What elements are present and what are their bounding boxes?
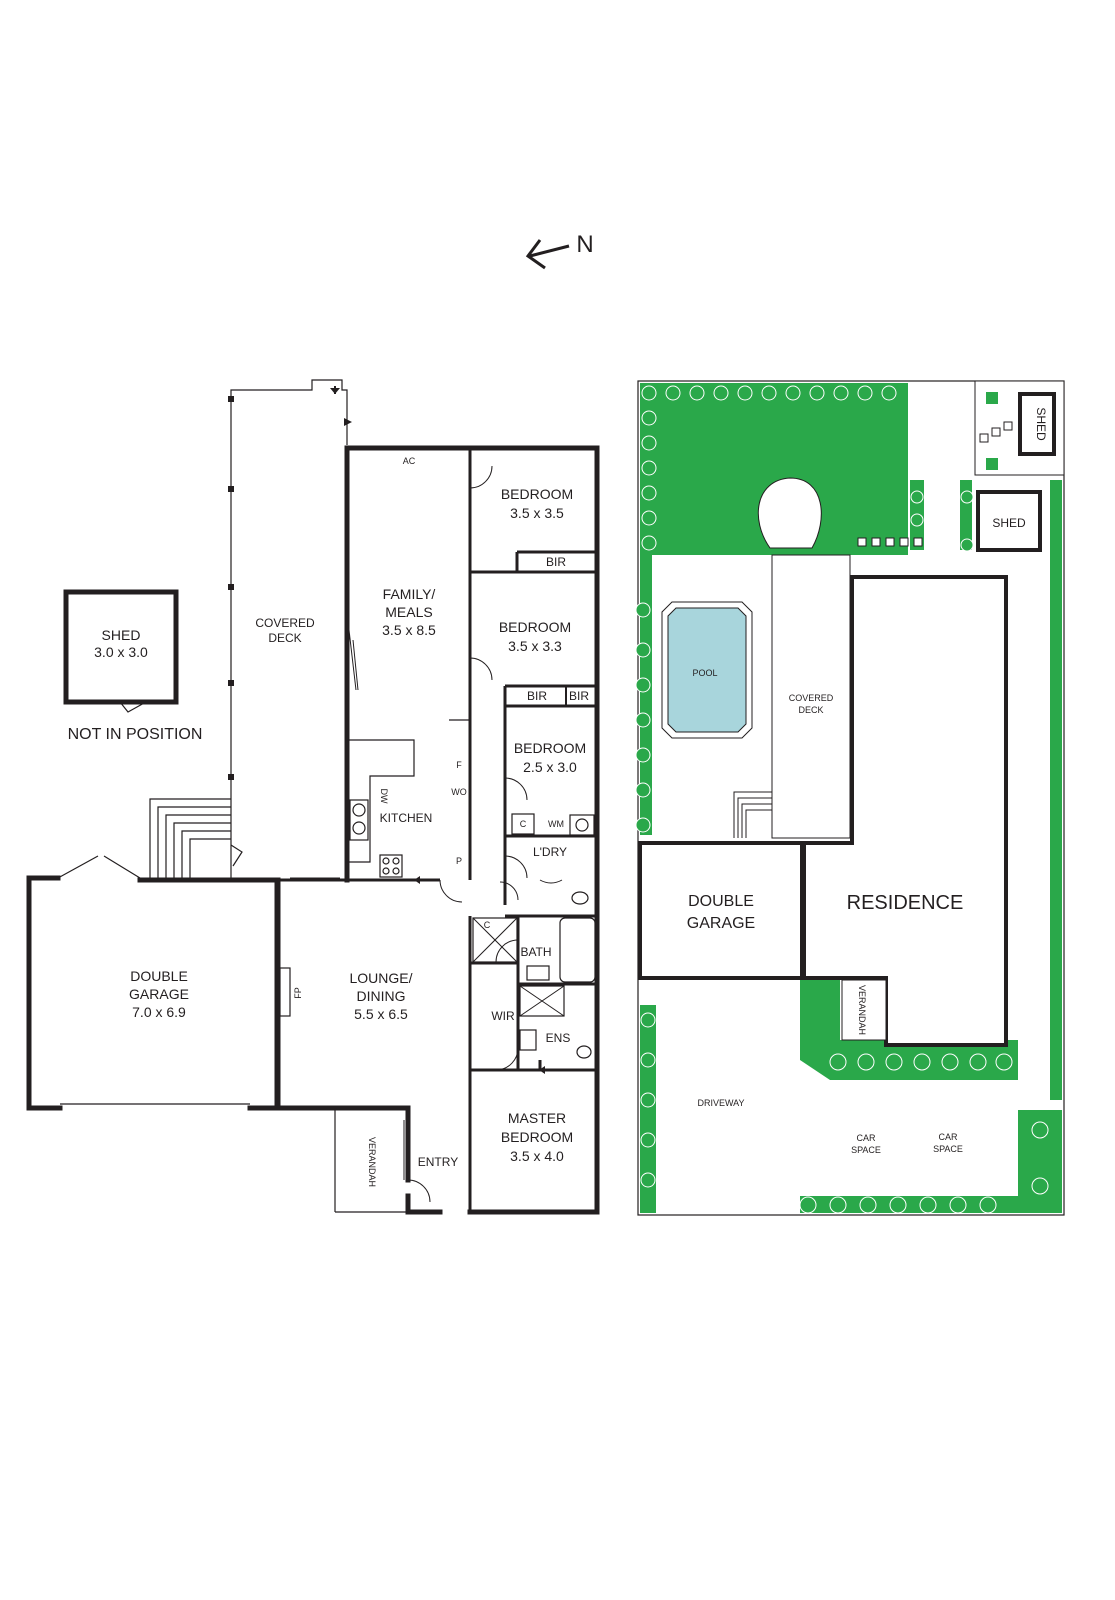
shed1-label: SHED xyxy=(1034,407,1048,441)
laundry-label: L'DRY xyxy=(533,845,567,859)
covered-deck-label-1: COVERED xyxy=(255,616,315,630)
site-verandah-label: VERANDAH xyxy=(857,985,867,1035)
car-space-2-label-2: SPACE xyxy=(933,1144,963,1154)
north-arrow-icon xyxy=(525,239,570,270)
bedroom3-bir: BIR xyxy=(569,689,589,703)
site-boundary xyxy=(637,380,1065,1216)
washing-machine-label: WM xyxy=(548,819,564,829)
door-swings xyxy=(407,465,563,1203)
bedroom1-bir: BIR xyxy=(546,555,566,569)
bedroom1-label: BEDROOM xyxy=(501,486,573,502)
covered-deck-label-2: DECK xyxy=(268,631,301,645)
shed2-label: SHED xyxy=(992,516,1026,530)
toilet-icon xyxy=(571,891,589,905)
bath-vanity xyxy=(526,965,550,981)
wall-oven-label: WO xyxy=(451,787,467,797)
lounge-dims: 5.5 x 6.5 xyxy=(354,1006,408,1022)
house-outer-walls xyxy=(275,445,600,1215)
north-label: N xyxy=(576,231,593,258)
shed-door xyxy=(119,701,147,713)
site-garage-label-1: DOUBLE xyxy=(688,893,754,910)
bedroom2-dims: 3.5 x 3.3 xyxy=(508,638,562,654)
fridge-label: F xyxy=(456,760,462,770)
wir-label: WIR xyxy=(491,1009,515,1023)
windows xyxy=(290,445,600,1215)
garden-beds xyxy=(979,392,1013,470)
ensuite-label: ENS xyxy=(546,1031,571,1045)
shed1-walls xyxy=(1018,392,1056,456)
laundry-c-label: C xyxy=(520,819,527,829)
shed-walls xyxy=(63,589,179,705)
bedroom2-bir: BIR xyxy=(527,689,547,703)
car-space-1-label-2: SPACE xyxy=(851,1145,881,1155)
site-deck-label-1: COVERED xyxy=(789,693,834,703)
family-label-1: FAMILY/ xyxy=(383,586,436,602)
bedroom3-dims: 2.5 x 3.0 xyxy=(523,759,577,775)
bedroom3-label: BEDROOM xyxy=(514,740,586,756)
car-space-1-label-1: CAR xyxy=(856,1133,876,1143)
bath-cupboard xyxy=(472,917,518,963)
lounge-label-2: DINING xyxy=(357,988,406,1004)
family-dims: 3.5 x 8.5 xyxy=(382,622,436,638)
lounge-label-1: LOUNGE/ xyxy=(349,970,412,986)
hedge-shrubs xyxy=(635,385,1049,1214)
site-double-garage xyxy=(638,841,804,980)
bedroom2-label: BEDROOM xyxy=(499,619,571,635)
site-garage-label-2: GARAGE xyxy=(687,915,755,932)
bath-label: BATH xyxy=(520,945,551,959)
ensuite-toilet-icon xyxy=(576,1045,592,1059)
kitchen-label: KITCHEN xyxy=(380,811,433,825)
dishwasher-label: DW xyxy=(379,789,389,804)
site-verandah xyxy=(841,979,887,1041)
shed-note: NOT IN POSITION xyxy=(68,726,203,743)
paved-circle xyxy=(757,477,822,549)
covered-deck-outline xyxy=(228,379,352,878)
site-deck-label-2: DECK xyxy=(798,705,823,715)
garage-label-1: DOUBLE xyxy=(130,968,188,984)
car-space-2-label-1: CAR xyxy=(938,1132,958,1142)
laundry-trough xyxy=(569,814,595,836)
side-lawn-right xyxy=(1050,480,1062,1100)
bath-c-label: C xyxy=(484,920,491,930)
ensuite-vanity xyxy=(519,1029,537,1051)
entry-label: ENTRY xyxy=(418,1155,458,1169)
ac-label: AC xyxy=(403,456,416,466)
sliding-door-steps xyxy=(348,629,359,691)
kitchen-benches xyxy=(347,719,470,878)
shower-icon xyxy=(519,985,565,1017)
deck-stairs xyxy=(149,798,243,878)
laundry-cupboard xyxy=(511,813,535,835)
stepping-stones xyxy=(857,537,923,547)
side-lawn-left xyxy=(640,555,652,835)
floor-plan: SHED 3.0 x 3.0 NOT IN POSITION COVERED D… xyxy=(26,379,600,1215)
shed-label: SHED xyxy=(102,627,141,643)
site-residence xyxy=(802,575,1008,1047)
site-deck-stairs xyxy=(733,791,772,838)
shed-dims: 3.0 x 3.0 xyxy=(94,644,148,660)
fireplace-label: FP xyxy=(293,987,303,999)
pool-water xyxy=(667,607,747,733)
garage-label-2: GARAGE xyxy=(129,986,189,1002)
front-garden xyxy=(800,980,1018,1080)
pool-label: POOL xyxy=(692,668,717,678)
bedroom1-dims: 3.5 x 3.5 xyxy=(510,505,564,521)
garage-dims: 7.0 x 6.9 xyxy=(132,1004,186,1020)
pantry-label: P xyxy=(456,856,462,866)
verandah-label: VERANDAH xyxy=(367,1137,377,1187)
master-label-1: MASTER xyxy=(508,1110,566,1126)
site-plan: SHED SHED POOL COVERED DECK DOUBLE xyxy=(635,380,1065,1216)
bathtub-icon xyxy=(559,917,596,983)
fireplace-icon xyxy=(279,967,291,1017)
driveway-label: DRIVEWAY xyxy=(697,1098,744,1108)
house-interior-walls xyxy=(278,448,597,1107)
site-covered-deck xyxy=(771,554,851,839)
shed2-walls xyxy=(976,490,1042,552)
master-dims: 3.5 x 4.0 xyxy=(510,1148,564,1164)
master-label-2: BEDROOM xyxy=(501,1129,573,1145)
residence-label: RESIDENCE xyxy=(847,892,964,914)
family-label-2: MEALS xyxy=(385,604,432,620)
